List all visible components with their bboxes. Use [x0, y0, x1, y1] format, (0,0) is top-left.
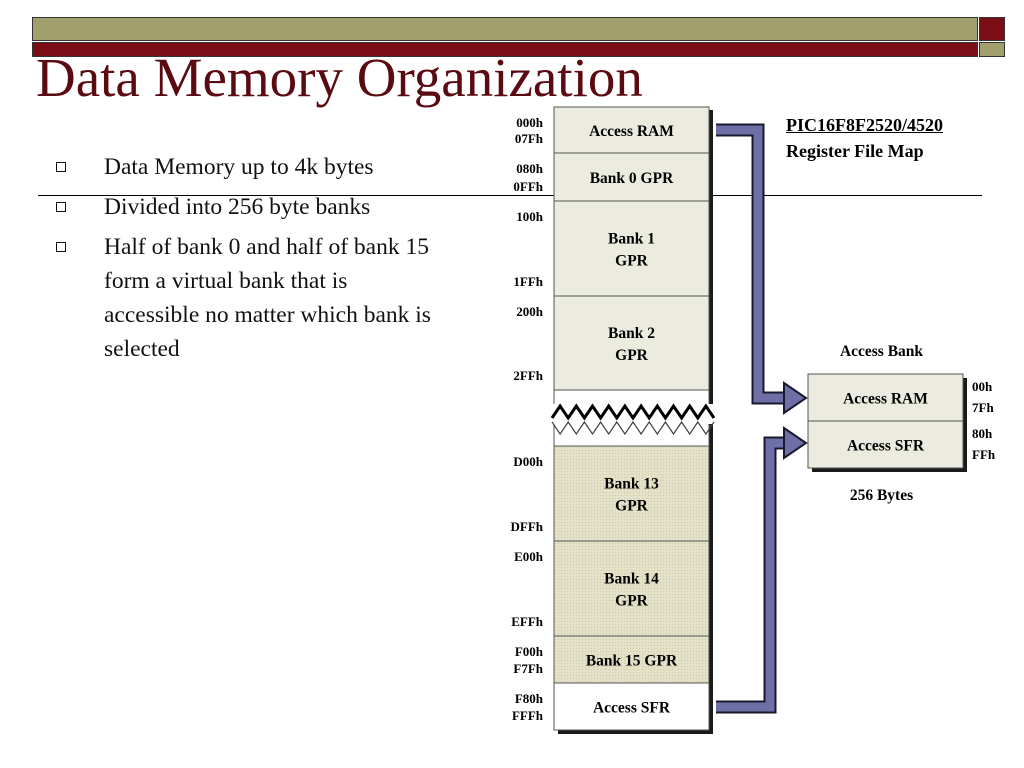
access-address-end: 7Fh	[972, 400, 994, 415]
block-label: Bank 0 GPR	[590, 170, 674, 187]
header-bar-maroon	[32, 42, 978, 57]
access-sfr-arrow-head	[783, 426, 808, 460]
block-label: Bank 13	[604, 476, 659, 493]
block-label: GPR	[615, 347, 649, 364]
access-ram-arrow-outline	[716, 123, 784, 405]
header-square-olive	[979, 42, 1005, 57]
square-bullet-icon	[56, 162, 66, 172]
header-square-maroon	[979, 17, 1005, 41]
access-address-end: FFh	[972, 447, 996, 462]
map-heading: PIC16F8F2520/4520 Register File Map	[786, 112, 943, 164]
memory-block-bank0	[553, 152, 710, 202]
title-rule	[38, 195, 982, 196]
access-sfr-arrow-shaft	[716, 438, 784, 712]
access-ram-arrow-shaft	[716, 125, 784, 403]
square-bullet-icon	[56, 202, 66, 212]
header-bar-olive	[32, 17, 978, 41]
bullet-text: Data Memory up to 4k bytes	[104, 154, 374, 180]
map-title: PIC16F8F2520/4520	[786, 115, 943, 135]
address-end-label: FFFh	[512, 708, 544, 723]
slide-title: Data Memory Organization	[36, 47, 643, 108]
address-end-label: 07Fh	[515, 131, 544, 146]
block-label: GPR	[615, 253, 649, 270]
address-start-label: F80h	[515, 691, 544, 706]
bullet-text: Divided into 256 byte banks	[104, 194, 371, 220]
access-bank-row	[807, 420, 964, 469]
block-label: GPR	[615, 593, 649, 610]
block-label: Access SFR	[593, 700, 671, 717]
block-label: Bank 14	[604, 571, 659, 588]
access-bank-row	[807, 373, 964, 422]
access-bank-title: Access Bank	[840, 343, 923, 360]
address-end-label: EFFh	[511, 614, 544, 629]
access-ram-arrow-head	[783, 381, 808, 415]
bullet-list: Data Memory up to 4k bytes Divided into …	[56, 150, 446, 372]
access-bank-row-label: Access RAM	[843, 391, 928, 408]
access-bank-row-label: Access SFR	[847, 438, 925, 455]
zigzag-top	[550, 403, 716, 421]
address-gap-break	[550, 389, 717, 447]
memory-block-bank14	[553, 540, 710, 637]
mapping-arrows	[716, 123, 808, 714]
address-end-label: F7Fh	[513, 661, 543, 676]
bullet-item: Half of bank 0 and half of bank 15 form …	[56, 230, 446, 366]
square-bullet-icon	[56, 242, 66, 252]
access-bank-size: 256 Bytes	[850, 487, 913, 504]
address-end-label: DFFh	[511, 519, 544, 534]
address-start-label: 100h	[516, 209, 544, 224]
address-start-label: 000h	[516, 115, 544, 130]
block-label: GPR	[615, 498, 649, 515]
memory-block-bank2	[553, 295, 710, 391]
bullet-item: Divided into 256 byte banks	[56, 190, 446, 224]
memory-block-bank15	[553, 635, 710, 684]
block-label: Access RAM	[589, 123, 674, 140]
address-start-label: 080h	[516, 161, 544, 176]
address-end-label: 0FFh	[513, 179, 543, 194]
block-label: Bank 1	[608, 231, 655, 248]
zigzag-bottom	[551, 420, 715, 436]
memory-block-bank13	[553, 445, 710, 542]
access-address-start: 80h	[972, 426, 993, 441]
access-address-start: 00h	[972, 379, 993, 394]
address-end-label: 1FFh	[513, 274, 543, 289]
bullet-text: Half of bank 0 and half of bank 15 form …	[104, 234, 431, 362]
memory-block-bank1	[553, 200, 710, 297]
address-start-label: F00h	[515, 644, 544, 659]
address-start-label: E00h	[514, 549, 544, 564]
address-start-label: 200h	[516, 304, 544, 319]
address-end-label: 2FFh	[513, 368, 543, 383]
memory-block-access-sfr	[553, 682, 710, 731]
block-label: Bank 15 GPR	[586, 653, 678, 670]
map-subtitle: Register File Map	[786, 141, 924, 161]
block-label: Bank 2	[608, 325, 655, 342]
bullet-item: Data Memory up to 4k bytes	[56, 150, 446, 184]
address-start-label: D00h	[513, 454, 543, 469]
